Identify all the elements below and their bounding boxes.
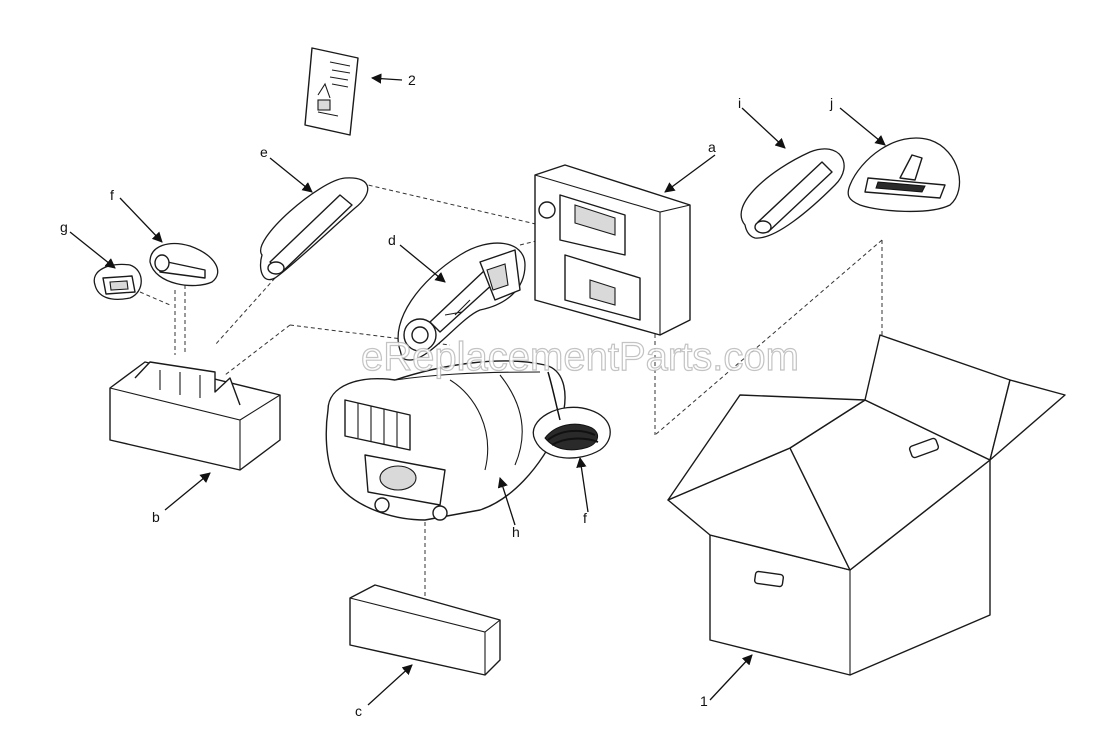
callout-h: h	[512, 524, 520, 540]
callout-f-upper: f	[110, 187, 114, 203]
callout-labels: 2 a b c d e f f g h i j 1	[60, 72, 833, 719]
callout-manual: 2	[408, 72, 416, 88]
crevice-tool-f	[119, 197, 219, 287]
hose-assembly-d	[397, 242, 526, 361]
callout-i: i	[738, 95, 741, 111]
shipping-box-1	[667, 334, 1066, 701]
callout-j: j	[829, 95, 833, 111]
cleaner-base-h	[325, 360, 566, 526]
callout-f-lower: f	[583, 510, 587, 526]
callout-g: g	[60, 219, 68, 235]
watermark-text: eReplacementParts.com	[361, 335, 799, 379]
dusting-brush-i	[740, 107, 845, 239]
brush-tool-g	[69, 231, 142, 300]
callout-a: a	[708, 139, 716, 155]
callout-c: c	[355, 703, 362, 719]
power-cord-f	[532, 371, 611, 513]
callout-b: b	[152, 509, 160, 525]
callout-e: e	[260, 144, 268, 160]
instruction-manual	[304, 47, 403, 136]
floor-tool-j	[839, 107, 961, 213]
foot-cover-c	[349, 584, 501, 706]
callout-box: 1	[700, 693, 708, 709]
extension-wand-e	[259, 157, 369, 281]
motor-housing-a	[534, 154, 716, 336]
tool-caddy-b	[109, 361, 281, 511]
callout-d: d	[388, 232, 396, 248]
